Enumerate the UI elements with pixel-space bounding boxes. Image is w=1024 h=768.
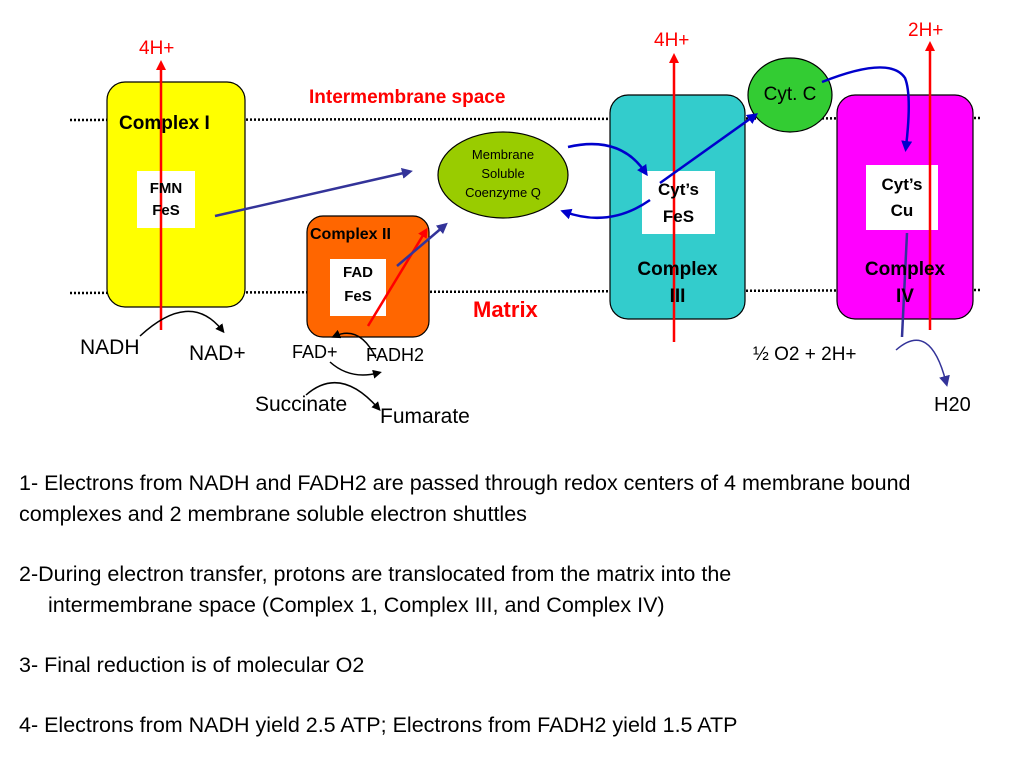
nadh-to-nad-curve	[139, 310, 225, 337]
coq-line-2: Soluble	[481, 166, 525, 181]
note-2: 2-During electron transfer, protons are …	[19, 562, 732, 586]
complex-1-proton-label: 4H+	[139, 38, 175, 59]
complex-3-title-1: Complex	[637, 259, 718, 280]
complex-2-fad: FAD	[343, 264, 373, 281]
fumarate-label: Fumarate	[380, 405, 470, 428]
notes-section: 1- Electrons from NADH and FADH2 are pas…	[19, 468, 1014, 741]
coenzyme-q-ellipse	[437, 131, 569, 219]
oxygen-reaction-label: ½ O2 + 2H+	[753, 344, 857, 365]
complex-2-fes: FeS	[344, 288, 372, 305]
intermembrane-space-label: Intermembrane space	[309, 87, 506, 108]
fad-to-fadh2-curve	[329, 361, 382, 379]
electron-transport-diagram	[69, 41, 981, 411]
complex-1-title: Complex I	[119, 113, 210, 134]
cyt-c-label: Cyt. C	[763, 84, 817, 105]
complex-4-title-1: Complex	[864, 259, 946, 280]
coq-line-3: Coenzyme Q	[465, 185, 541, 200]
note-3: 3- Final reduction is of molecular O2	[19, 653, 365, 677]
complex-3-fes: FeS	[662, 207, 695, 226]
coq-to-complex-3-arrow	[567, 142, 648, 177]
o2-to-h2o-curve	[895, 339, 950, 387]
note-4: 4- Electrons from NADH yield 2.5 ATP; El…	[19, 713, 738, 737]
complex-4-to-o2-line	[900, 232, 909, 338]
complex-3-title-2: III	[669, 286, 686, 307]
fadh2-label: FADH2	[366, 345, 425, 365]
nadh-label: NADH	[80, 336, 140, 359]
complex-3-proton-label: 4H+	[654, 30, 690, 51]
fad-label: FAD+	[292, 342, 338, 362]
matrix-label: Matrix	[473, 297, 538, 322]
coq-line-1: Membrane	[471, 147, 535, 162]
complex-2-center-box	[330, 259, 386, 316]
complex-4-center-box	[866, 165, 938, 230]
note-2-continued: intermembrane space (Complex 1, Complex …	[48, 593, 665, 617]
succinate-to-fumarate-curve	[305, 381, 381, 411]
cyt-c-ellipse	[747, 57, 833, 133]
complex-4-cyts: Cyt’s	[881, 175, 923, 194]
cytc-to-complex-4-arrow	[821, 66, 913, 152]
complex-2-title: Complex II	[310, 226, 391, 243]
complex-1-center-box	[137, 171, 195, 228]
complex-3-cyts: Cyt’s	[658, 180, 699, 199]
complex-4-proton-label: 2H+	[908, 20, 944, 41]
water-label: H20	[934, 394, 971, 416]
complex-1-fmn: FMN	[149, 180, 183, 197]
fadh2-to-fad-curve	[331, 329, 377, 359]
complex-2-red-arrow	[366, 227, 428, 327]
complex-3-to-cytc-arrow	[659, 113, 759, 185]
nad-label: NAD+	[189, 342, 246, 365]
complex-1-to-coq-arrow	[214, 167, 413, 218]
complex-4-title-2: IV	[896, 286, 914, 307]
succinate-label: Succinate	[255, 393, 348, 416]
complex-3-center-box	[642, 171, 715, 234]
complex-2-to-coq-arrow	[396, 222, 448, 267]
complex-4-cu: Cu	[890, 201, 914, 220]
complex-1-fes: FeS	[152, 202, 180, 219]
complex-3-to-coq-arrow	[560, 198, 651, 220]
note-1: 1- Electrons from NADH and FADH2 are pas…	[19, 471, 911, 526]
